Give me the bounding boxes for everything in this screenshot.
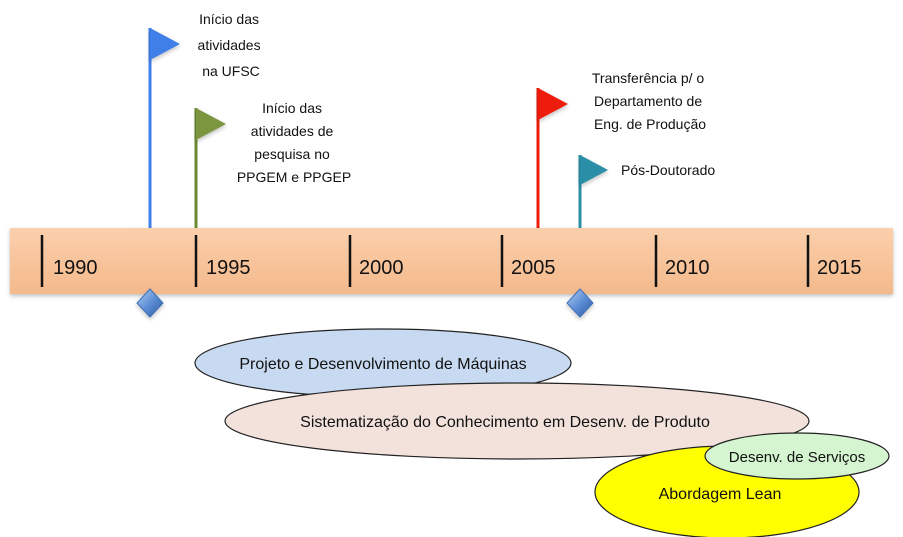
year-ticks: [40, 235, 810, 287]
research-area-label: Desenv. de Serviços: [729, 449, 865, 466]
green-flag-icon: [196, 108, 226, 140]
year-label-2005: 2005: [511, 257, 556, 279]
teal-flag-icon: [580, 155, 608, 185]
milestone-flag-research: [194, 108, 226, 228]
blue-flag-icon: [150, 28, 180, 60]
timeline-bar: [10, 228, 893, 294]
milestone-label-ufsc: Início das atividades na UFSC: [198, 11, 265, 79]
milestone-flag-transfer: [536, 88, 568, 228]
red-flag-icon: [538, 88, 568, 120]
ellipse-shape: [224, 382, 810, 460]
milestone-flag-postdoc: [578, 155, 608, 228]
research-area-services: Desenv. de Serviços: [704, 432, 890, 480]
milestone-flag-ufsc: [148, 28, 180, 228]
year-label-2000: 2000: [359, 257, 404, 279]
research-area-label: Projeto e Desenvolvimento de Máquinas: [239, 356, 526, 373]
milestone-label-transfer: Transferência p/ o Departamento de Eng. …: [592, 70, 708, 132]
diamond-marker-icon: [566, 288, 594, 318]
milestone-label-postdoc: Pós-Doutorado: [621, 162, 715, 178]
diamond-marker-icon: [136, 288, 164, 318]
year-label-2015: 2015: [817, 257, 862, 279]
year-label-2010: 2010: [665, 257, 710, 279]
research-area-label: Sistematização do Conhecimento em Desenv…: [300, 414, 710, 431]
ellipse-shape: [704, 432, 890, 480]
research-area-label: Abordagem Lean: [659, 486, 782, 503]
research-area-knowledge: Sistematização do Conhecimento em Desenv…: [224, 382, 810, 460]
milestone-label-research: Início das atividades de pesquisa no PPG…: [237, 100, 351, 185]
year-label-1995: 1995: [206, 257, 251, 279]
year-label-1990: 1990: [53, 257, 98, 279]
